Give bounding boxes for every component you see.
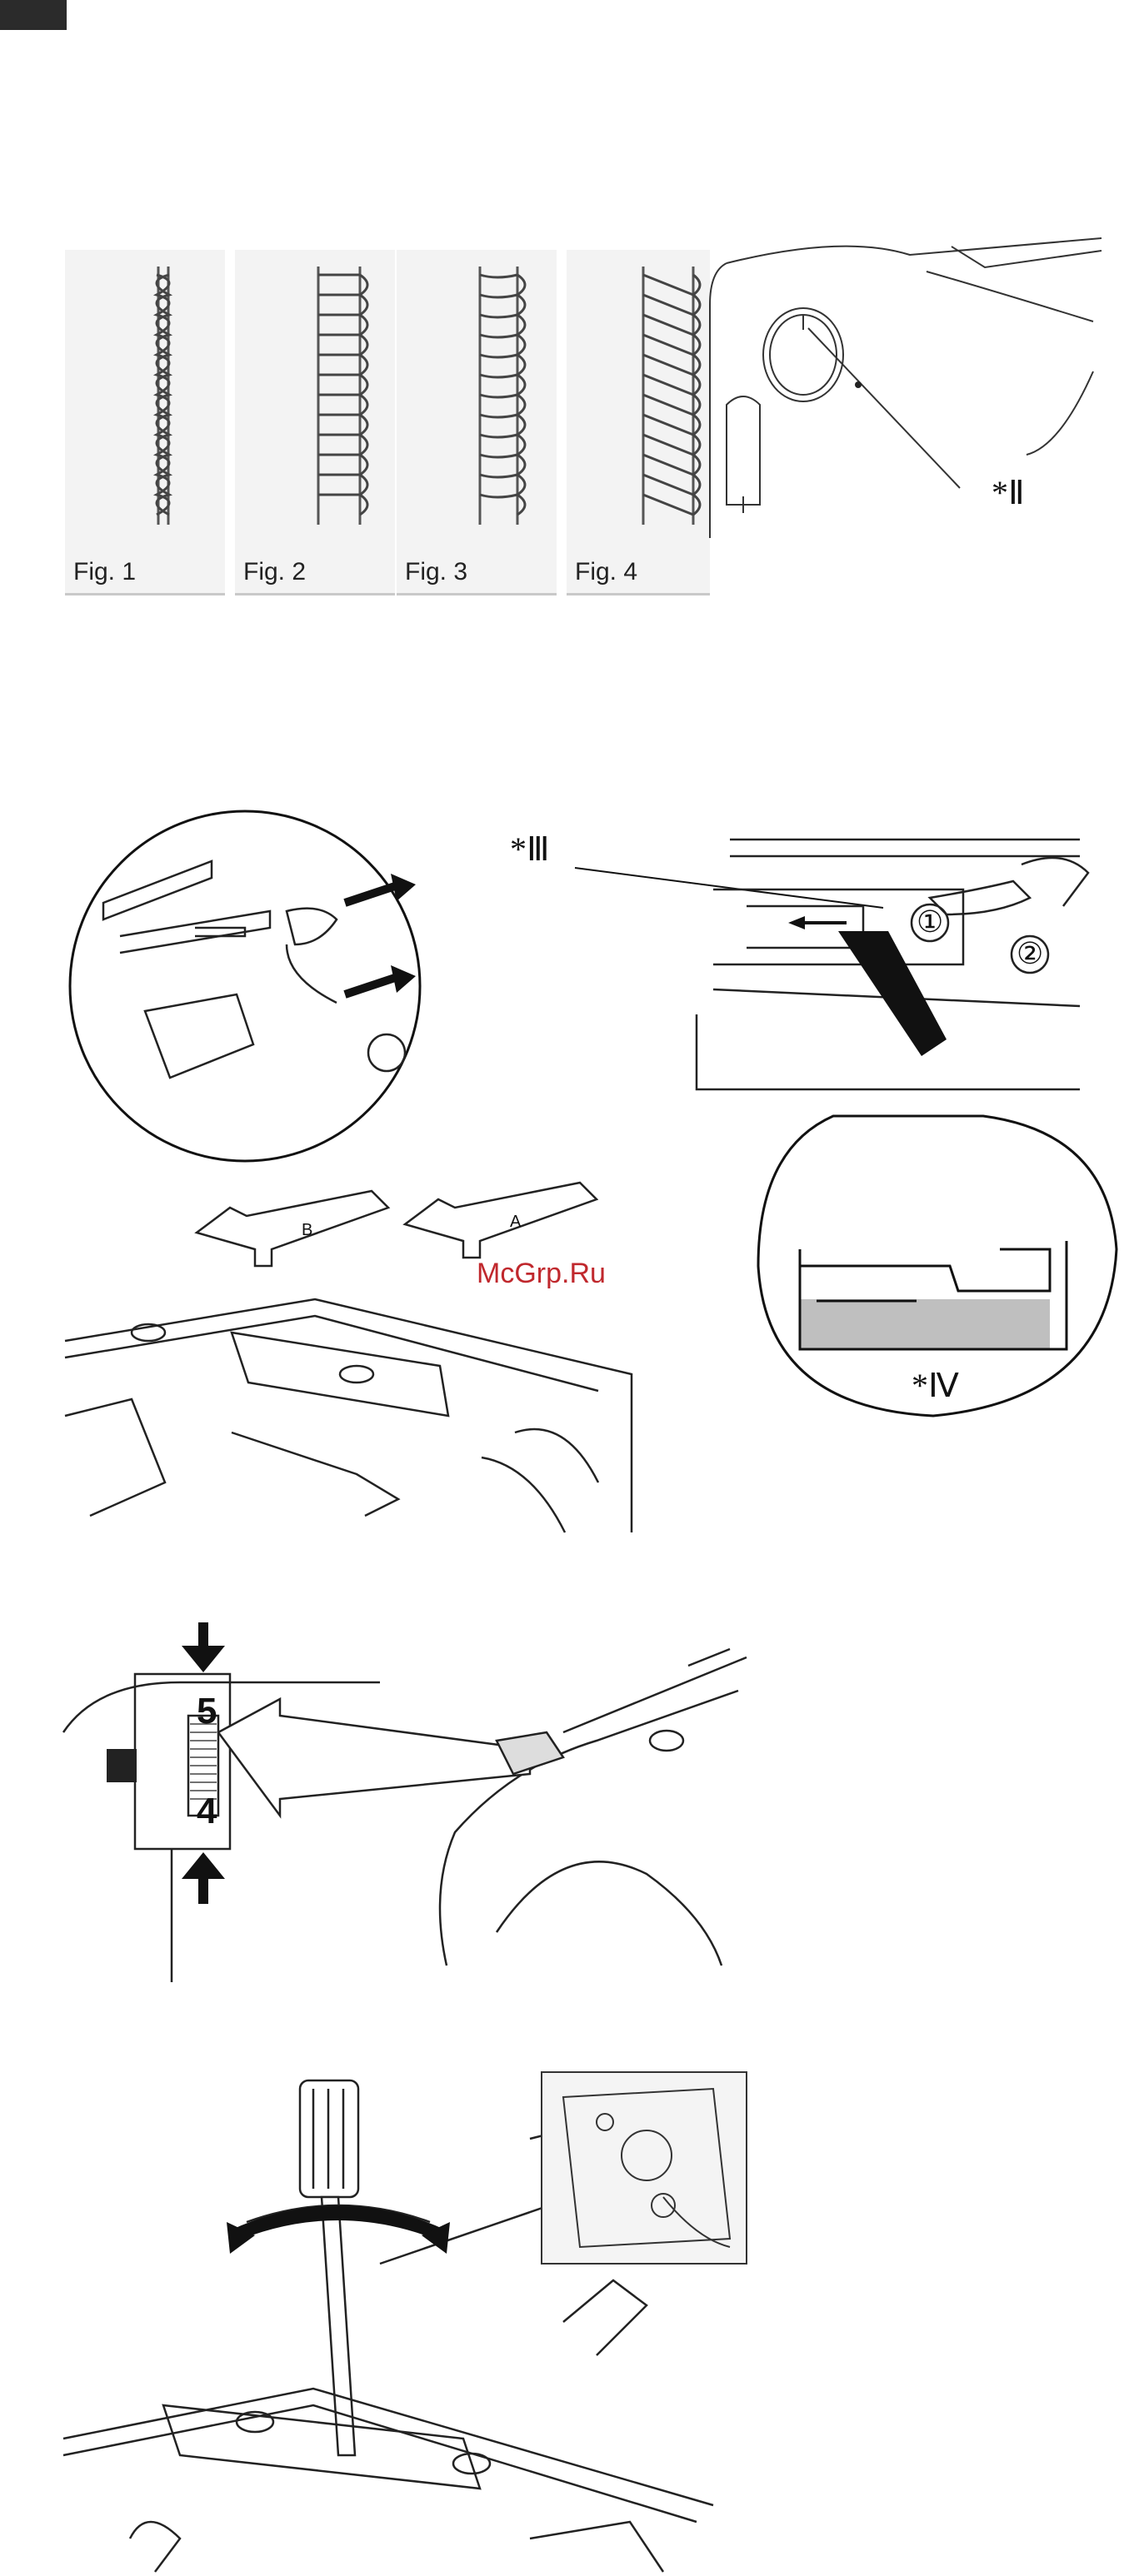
figure-label: Fig. 1 — [73, 558, 136, 586]
figure-label: Fig. 3 — [405, 558, 467, 586]
dial-value-upper: 5 — [197, 1691, 217, 1732]
figure-label: Fig. 2 — [243, 558, 306, 586]
dial-scale-illustration — [63, 1616, 747, 1982]
stitch-illustration-1 — [65, 250, 225, 533]
machine-needle-plate — [65, 1283, 648, 1532]
dial-knob — [107, 1749, 137, 1782]
part-a-label: A — [510, 1213, 521, 1232]
dial-machine-illustration — [710, 238, 1110, 555]
zoom-circle-pliers — [70, 811, 428, 1169]
dial-value-lower: 4 — [197, 1791, 217, 1832]
step-1-marker: ① — [917, 904, 943, 939]
figure-1: Fig. 1 — [65, 250, 225, 595]
figure-2: Fig. 2 — [235, 250, 395, 595]
figure-4: Fig. 4 — [567, 250, 710, 595]
stitch-illustration-4 — [567, 250, 710, 533]
figure-label: Fig. 4 — [575, 558, 637, 586]
inset-mechanism — [542, 2072, 747, 2264]
screwdriver-adjustment-illustration — [63, 2072, 747, 2572]
stitch-finger-mechanism — [697, 806, 1113, 1106]
figure-3: Fig. 3 — [397, 250, 557, 595]
stitch-illustration-2 — [235, 250, 395, 533]
callout-iii: *Ⅲ — [510, 830, 550, 869]
callout-ii: *Ⅱ — [992, 473, 1025, 512]
page-corner-tab — [0, 0, 67, 30]
pointer-arrow — [218, 1699, 530, 1816]
dial-marker — [855, 381, 862, 388]
callout-iv: *Ⅳ — [912, 1366, 959, 1405]
part-b-label: B — [302, 1221, 312, 1240]
step-2-marker: ② — [1017, 936, 1043, 971]
stitch-illustration-3 — [397, 250, 557, 533]
